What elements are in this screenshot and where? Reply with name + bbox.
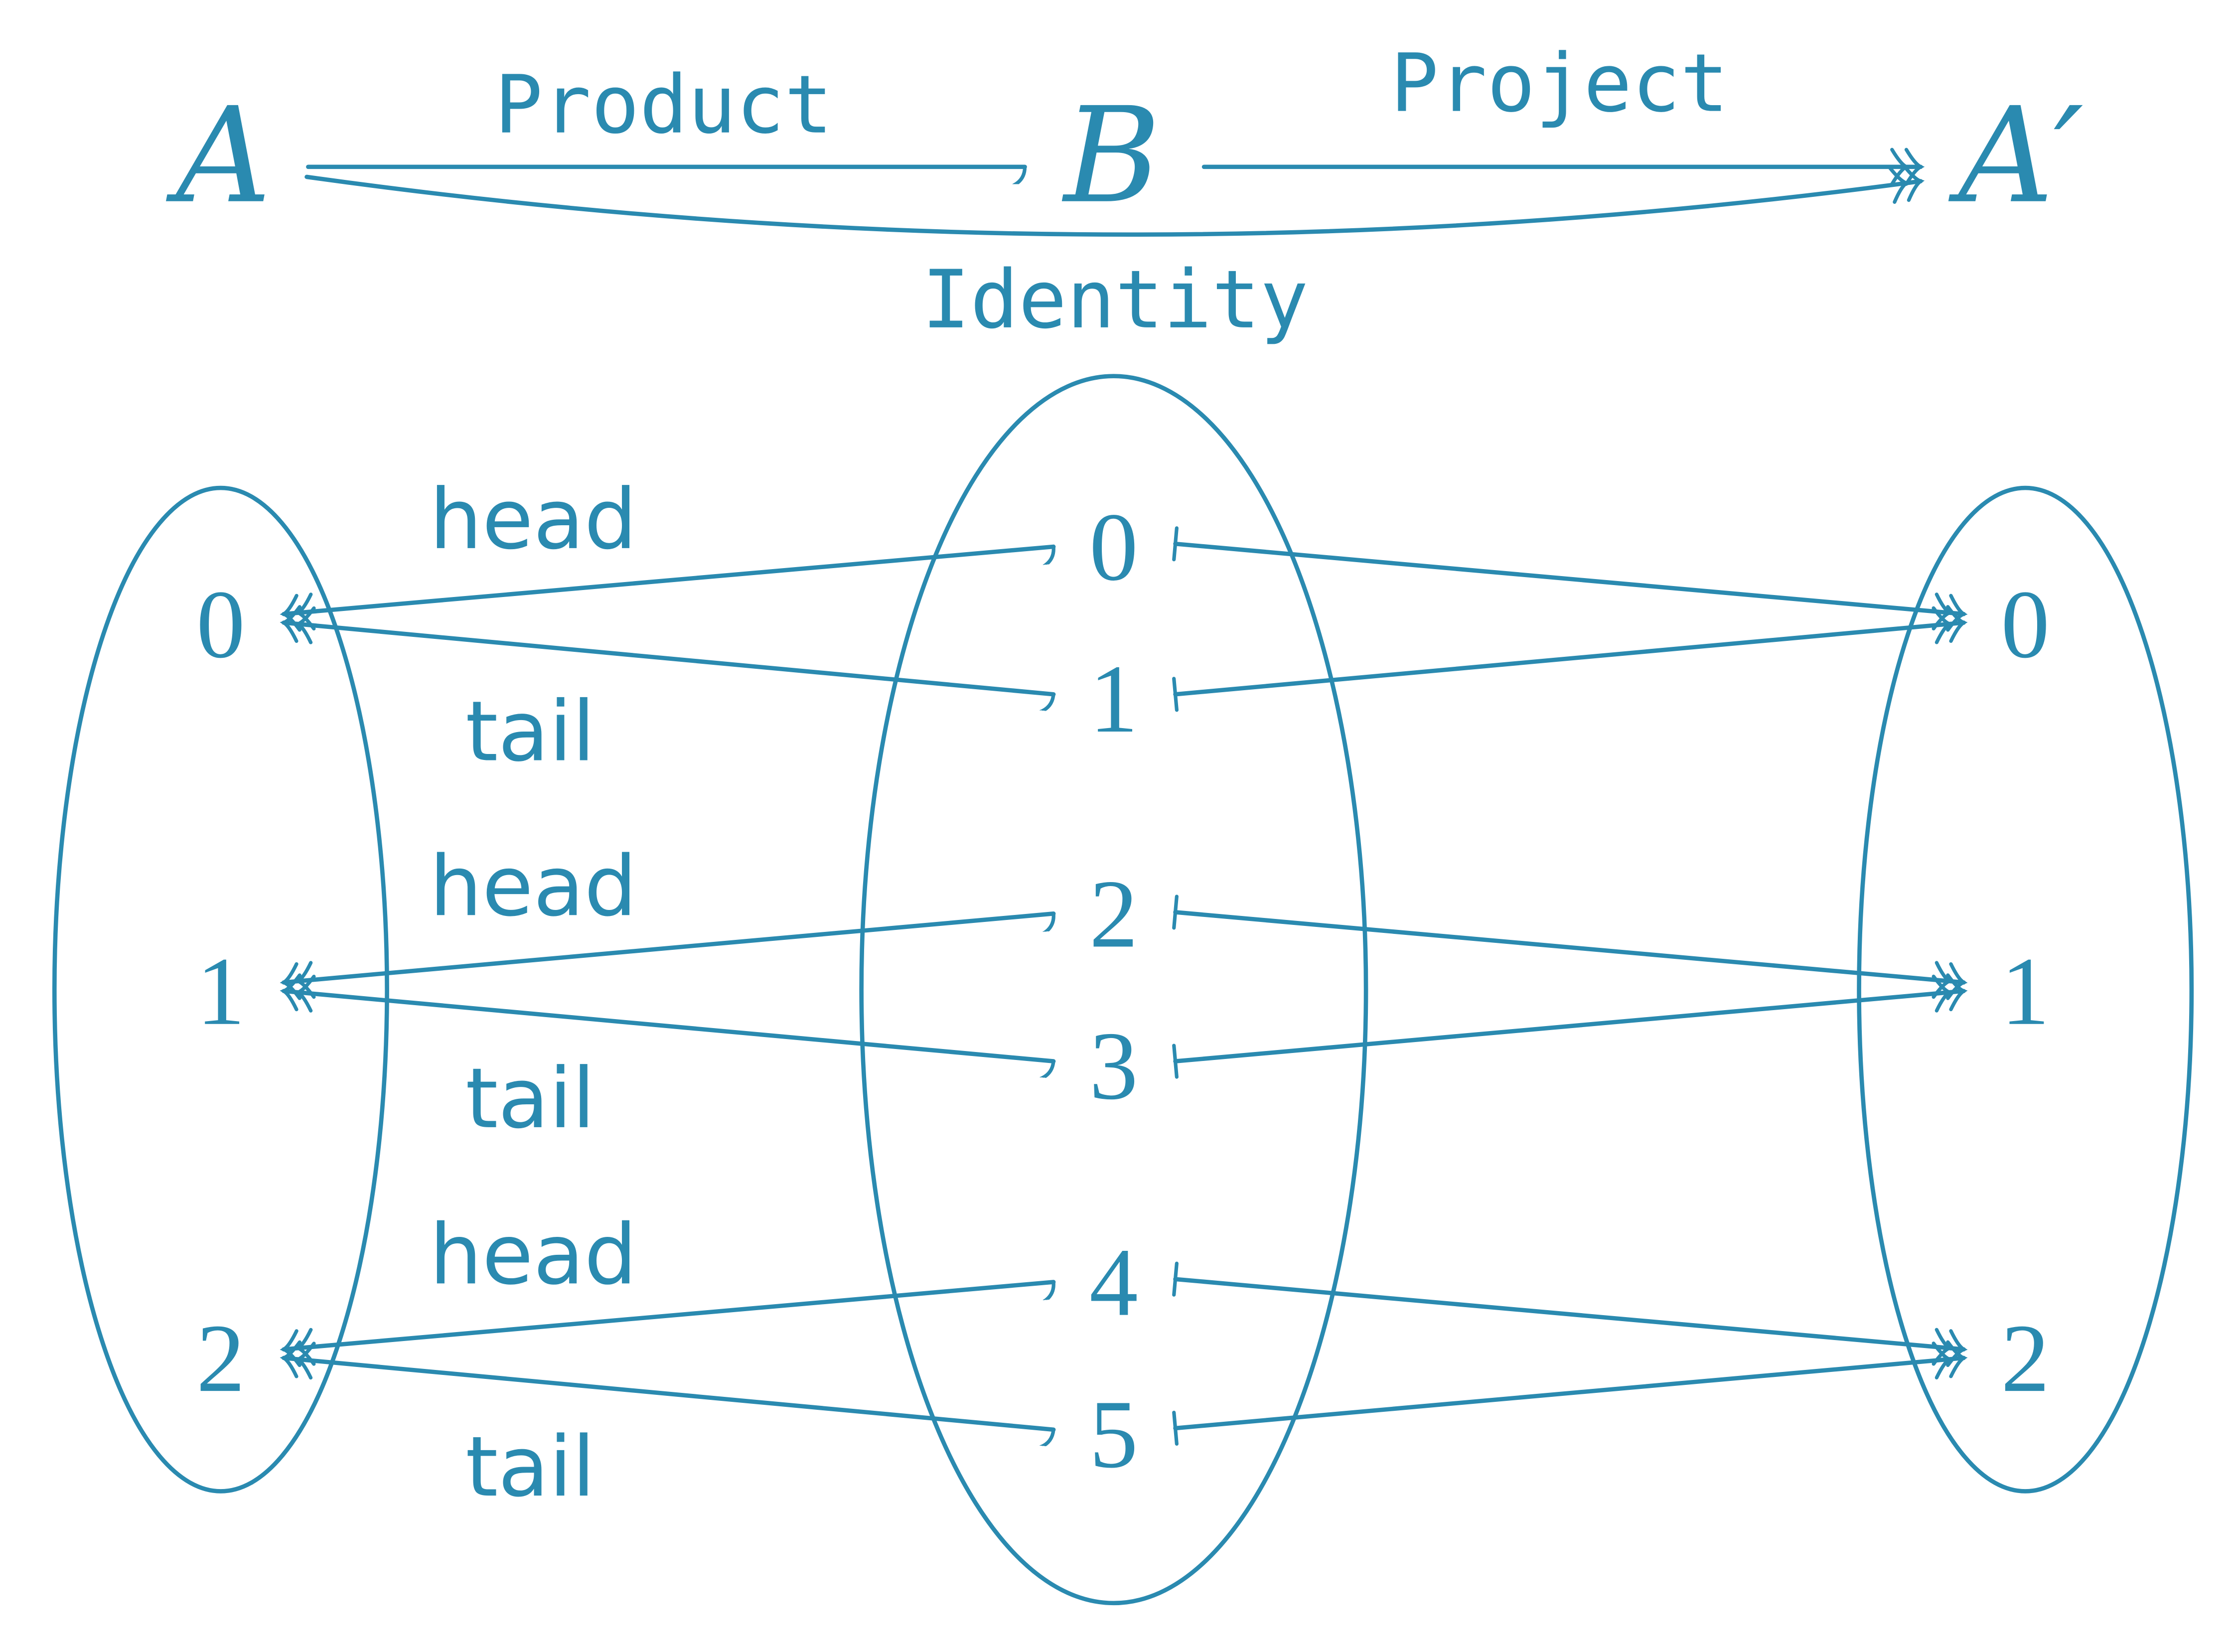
tail-arrow-1 xyxy=(284,991,1056,1061)
head-label: head xyxy=(430,471,637,568)
tail-label: tail xyxy=(465,684,595,780)
object-a: A xyxy=(165,79,271,233)
set-a-prime-element: 0 xyxy=(2001,571,2050,678)
set-b-element: 3 xyxy=(1089,1012,1138,1120)
set-b-element: 5 xyxy=(1089,1381,1138,1489)
set-a-element: 0 xyxy=(196,571,245,678)
project-map-4 xyxy=(1172,1261,1968,1367)
head-arrow-0 xyxy=(284,544,1056,614)
head-arrow-1 xyxy=(284,911,1056,982)
project-label: Project xyxy=(1390,36,1729,130)
identity-label: Identity xyxy=(922,253,1309,346)
tail-label: tail xyxy=(465,1419,595,1515)
project-map-2 xyxy=(1172,895,1968,1000)
tail-arrow-2 xyxy=(284,1358,1056,1430)
product-label: Product xyxy=(494,58,833,151)
project-map-3 xyxy=(1172,973,1968,1079)
tail-label: tail xyxy=(465,1051,595,1147)
set-a-prime-element: 2 xyxy=(2001,1305,2050,1412)
project-map-5 xyxy=(1172,1340,1968,1446)
set-a-element: 1 xyxy=(196,938,245,1046)
set-b-element: 4 xyxy=(1089,1229,1138,1337)
project-map-0 xyxy=(1172,526,1968,632)
set-a-prime-element: 1 xyxy=(2001,938,2050,1046)
set-b-element: 1 xyxy=(1089,645,1138,753)
set-b-element: 0 xyxy=(1089,493,1138,601)
project-map-1 xyxy=(1172,605,1968,712)
tail-arrow-0 xyxy=(284,622,1056,694)
set-b-element: 2 xyxy=(1089,860,1138,968)
object-a-prime: A′ xyxy=(1948,79,2085,233)
identity-arrow xyxy=(304,164,1925,237)
object-b: B xyxy=(1062,79,1161,233)
head-label: head xyxy=(430,1206,637,1303)
head-label: head xyxy=(430,838,637,935)
head-arrow-2 xyxy=(284,1280,1056,1350)
set-a-element: 2 xyxy=(196,1305,245,1412)
